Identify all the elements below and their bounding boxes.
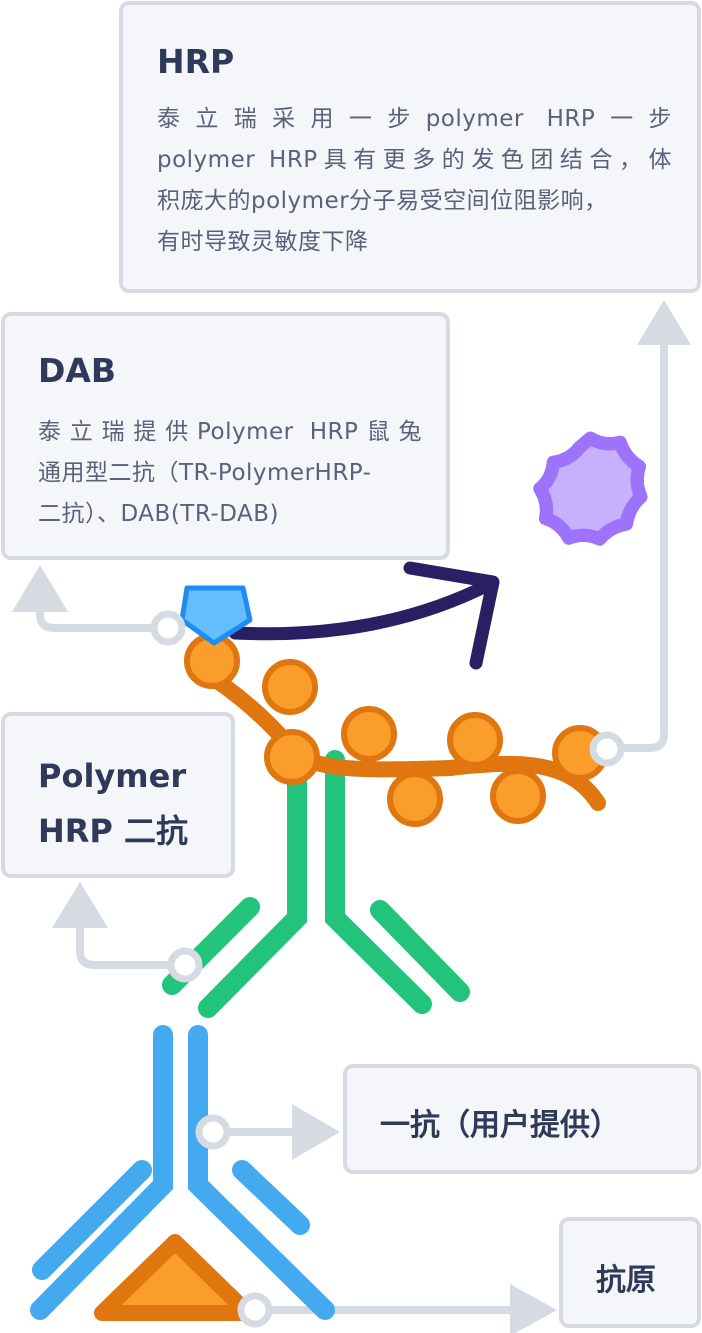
antigen-triangle [94, 1234, 256, 1321]
primary-antibody-label: 一抗（用户提供） [380, 1108, 620, 1143]
dab-description: 泰立瑞提供Polymer HRP鼠兔 通用型二抗（TR-PolymerHRP- … [38, 412, 422, 535]
polymer-chain [192, 662, 606, 811]
hrp-star [533, 431, 648, 546]
hrp-endpoint [589, 731, 625, 767]
hrp-description: 泰立瑞采用一步polymer HRP一步 polymer HRP具有更多的发色团… [157, 99, 672, 263]
polymer-hrp-line: Polymer [38, 757, 187, 795]
primary-endpoint [195, 1114, 231, 1150]
dab-line: 通用型二抗（TR-PolymerHRP- [38, 460, 372, 486]
polymer-arrowhead [52, 882, 108, 928]
antigen-arrowhead [510, 1284, 557, 1333]
hrp-title: HRP [157, 42, 235, 81]
primary-antibody [30, 1025, 335, 1320]
dab-info-box: DAB 泰立瑞提供Polymer HRP鼠兔 通用型二抗（TR-PolymerH… [1, 312, 450, 560]
dab-title: DAB [38, 351, 117, 390]
hrp-line: polymer HRP具有更多的发色团结合，体 [157, 147, 672, 173]
polymer-hrp-label: Polymer HRP 二抗 [38, 749, 188, 859]
polymer-bead [341, 706, 397, 762]
polymer-beads [184, 633, 608, 827]
polymer-hrp-box: Polymer HRP 二抗 [1, 712, 235, 878]
polymer-hrp-line: HRP 二抗 [38, 812, 189, 850]
polymer-connector-line [76, 925, 184, 969]
primary-antibody-box: 一抗（用户提供） [343, 1064, 701, 1174]
hrp-line: 积庞大的polymer分子易受空间位阻影响， [157, 188, 608, 214]
dab-line: 泰立瑞提供Polymer HRP鼠兔 [38, 419, 422, 445]
connector-endpoints [150, 610, 625, 1328]
polymer-bead [447, 712, 503, 768]
primary-arrowhead [292, 1104, 340, 1160]
hrp-connector-line [605, 340, 668, 752]
antigen-label: 抗原 [596, 1263, 656, 1298]
hrp-line: 泰立瑞采用一步polymer HRP一步 [157, 106, 672, 132]
polymer-bead [264, 729, 320, 785]
connector-arrowheads [12, 300, 691, 1333]
hrp-line: 有时导致灵敏度下降 [157, 229, 369, 255]
dab-connector-line [36, 605, 168, 632]
polymer-bead [387, 771, 443, 827]
dab-line: 二抗）、DAB(TR-DAB) [38, 501, 279, 527]
polymer-bead [490, 768, 546, 824]
polymer-endpoint [167, 947, 203, 983]
hrp-arrowhead [637, 300, 691, 345]
hrp-info-box: HRP 泰立瑞采用一步polymer HRP一步 polymer HRP具有更多… [119, 1, 701, 293]
reaction-arrow [228, 561, 500, 670]
dab-endpoint [150, 610, 186, 646]
antigen-box: 抗原 [559, 1217, 701, 1328]
polymer-bead [262, 659, 318, 715]
antigen-endpoint [237, 1292, 273, 1328]
dab-pentagon [179, 585, 253, 646]
dab-arrowhead [12, 565, 68, 612]
